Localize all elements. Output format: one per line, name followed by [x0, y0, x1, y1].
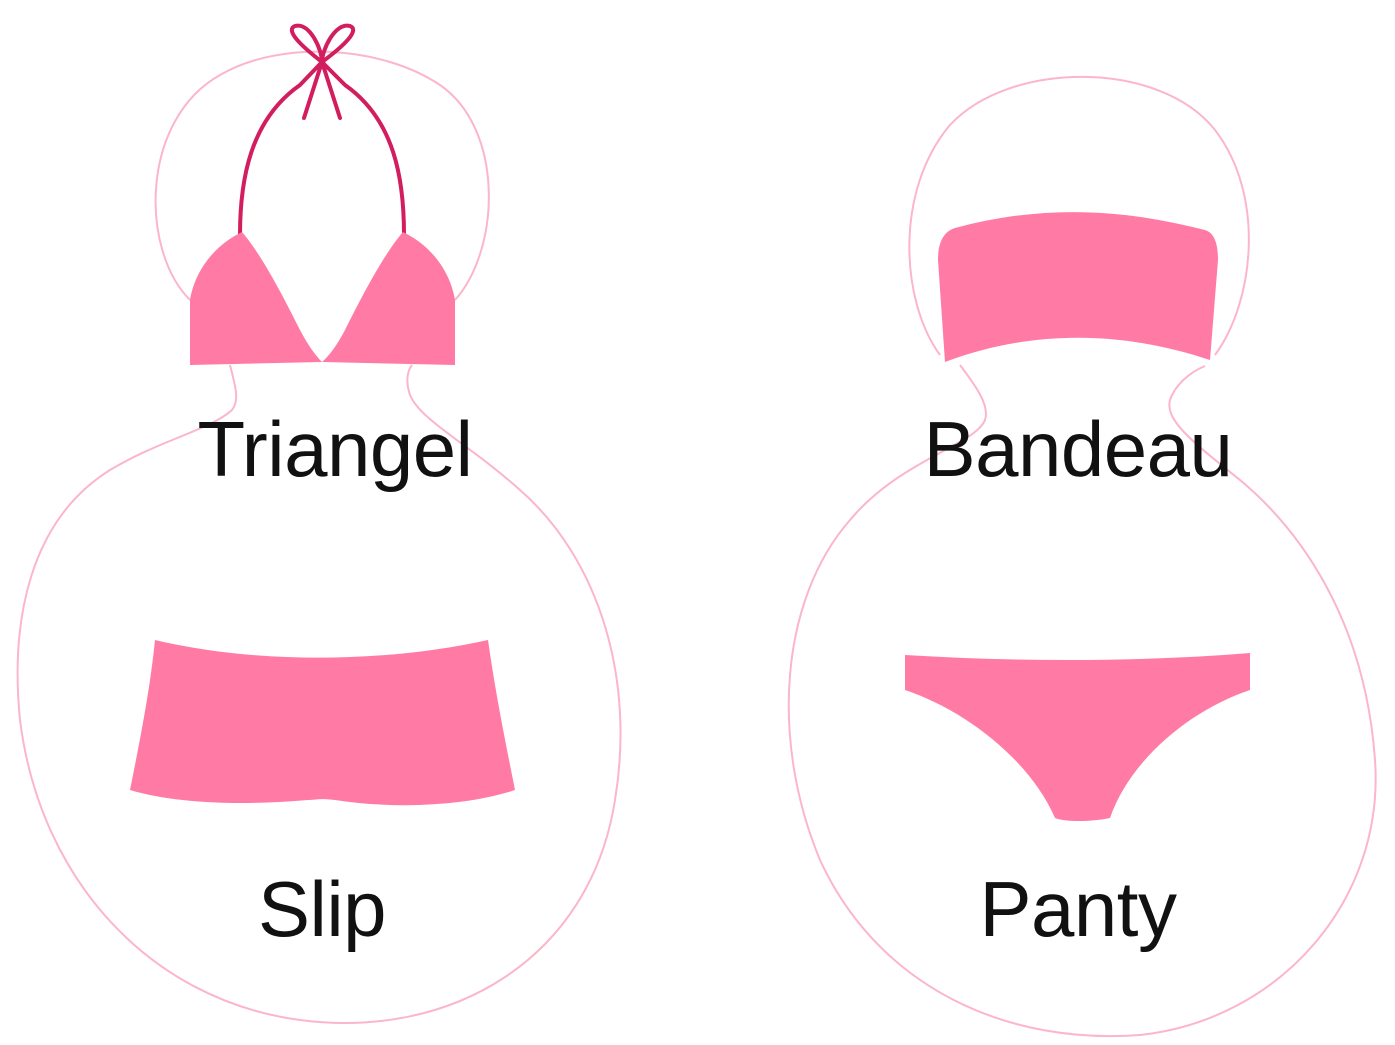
option-label-slip[interactable]: Slip	[258, 870, 386, 948]
option-label-triangel[interactable]: Triangel	[198, 410, 473, 488]
option-label-bandeau[interactable]: Bandeau	[924, 410, 1233, 488]
slip-bottom-icon[interactable]	[130, 640, 515, 805]
panty-bottom-icon[interactable]	[905, 653, 1250, 821]
left-cup	[190, 232, 322, 365]
option-label-panty[interactable]: Panty	[980, 870, 1177, 948]
triangle-bikini-top-icon[interactable]	[190, 26, 455, 365]
bandeau-top-icon[interactable]	[938, 212, 1218, 362]
right-cup	[322, 232, 455, 365]
